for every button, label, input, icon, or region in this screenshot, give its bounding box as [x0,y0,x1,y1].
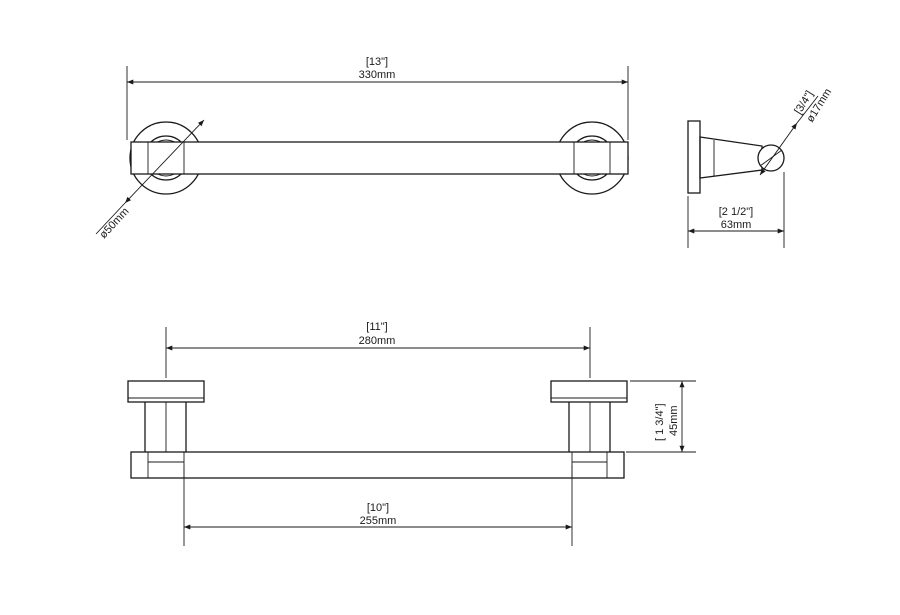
dim-projection: [2 1/2"] 63mm [687,172,785,248]
bar-clear-length-metric: 255mm [360,515,397,527]
dim-top-length: [13"] 330mm [126,56,629,140]
side-view: [3/4"] ø17mm [2 1/2"] 63mm [687,87,834,248]
dim-rosette-diameter: ø50mm [95,119,205,241]
bar-clear-length-imperial: [10"] [367,502,389,514]
top-length-imperial: [13"] [366,56,388,68]
projection-imperial: [2 1/2"] [719,206,753,218]
dim-height: [ 1 3/4"] 45mm [626,380,696,453]
front-bar [130,451,625,479]
top-bar [130,141,629,175]
height-imperial: [ 1 3/4"] [654,403,666,441]
dim-bar-clear-length: [10"] 255mm [183,465,573,546]
rosette-diameter-metric: ø50mm [97,206,131,241]
projection-metric: 63mm [721,219,752,231]
height-metric: 45mm [668,405,680,436]
dim-center-to-center: [11"] 280mm [165,321,591,378]
top-view: [13"] 330mm ø50mm [95,56,629,241]
right-mount [550,380,628,463]
center-to-center-metric: 280mm [359,335,396,347]
left-mount [127,380,205,463]
side-post [699,136,763,179]
top-length-metric: 330mm [359,69,396,81]
center-to-center-imperial: [11"] [366,321,387,333]
side-flange [687,120,701,194]
front-view: [11"] 280mm [ 1 3/4"] 45mm [10"] 255mm [127,321,696,546]
